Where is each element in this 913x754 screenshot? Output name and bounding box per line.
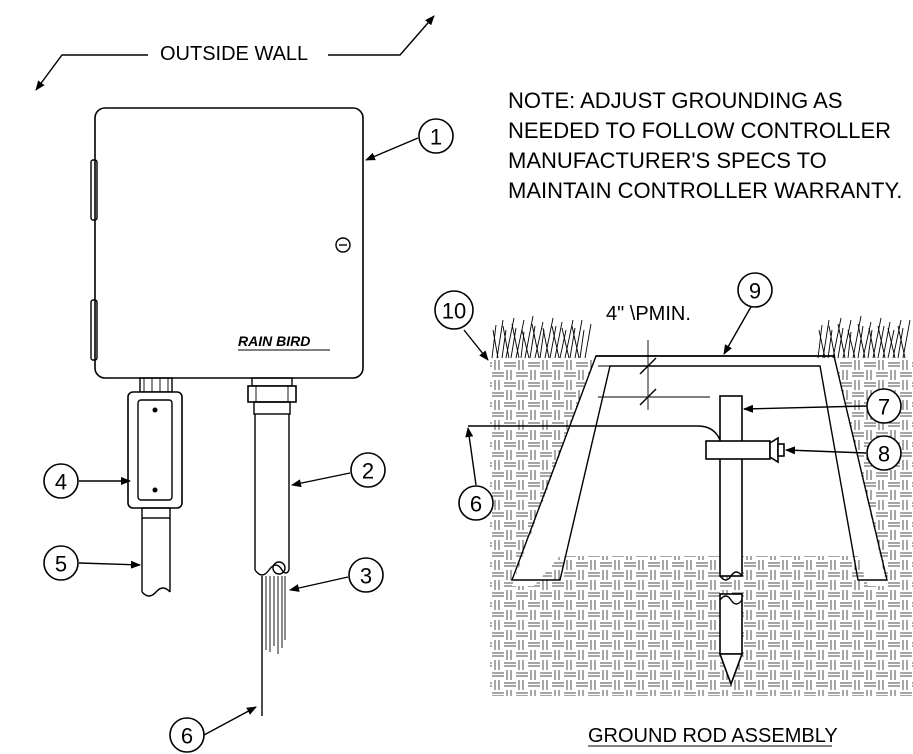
svg-text:RAIN BIRD: RAIN BIRD xyxy=(238,333,310,349)
callout-1: 1 xyxy=(418,118,454,154)
callout-7: 7 xyxy=(866,388,902,424)
valve-box xyxy=(510,355,888,581)
svg-text:8: 8 xyxy=(878,442,890,467)
svg-text:10: 10 xyxy=(442,299,466,324)
svg-text:3: 3 xyxy=(360,564,372,589)
conduit-assembly xyxy=(247,377,297,716)
callout-5: 5 xyxy=(43,545,79,581)
ground-clamp xyxy=(705,436,785,464)
callout-6: 6 xyxy=(169,717,205,753)
svg-text:GROUND ROD ASSEMBLY: GROUND ROD ASSEMBLY xyxy=(588,725,838,747)
svg-text:2: 2 xyxy=(362,459,374,484)
assembly-title: GROUND ROD ASSEMBLY xyxy=(588,725,838,747)
grounding-note: NOTE: ADJUST GROUNDING AS NEEDED TO FOLL… xyxy=(508,88,902,203)
svg-text:9: 9 xyxy=(749,279,761,304)
svg-text:4: 4 xyxy=(55,470,67,495)
callout-leaders xyxy=(78,137,867,736)
callout-9: 9 xyxy=(737,272,773,308)
svg-text:6: 6 xyxy=(470,492,482,517)
svg-text:6: 6 xyxy=(181,724,193,749)
callout-2: 2 xyxy=(350,452,386,488)
note-line: NOTE: ADJUST GROUNDING AS xyxy=(508,88,843,113)
callout-6-rod: 6 xyxy=(458,485,494,521)
note-line: MAINTAIN CONTROLLER WARRANTY. xyxy=(508,178,902,203)
wall-label: OUTSIDE WALL xyxy=(160,43,308,65)
svg-text:1: 1 xyxy=(430,125,442,150)
depth-dimension: 4" \PMIN. xyxy=(598,303,710,410)
ground-rod xyxy=(468,395,785,687)
svg-text:7: 7 xyxy=(878,395,890,420)
soil-section xyxy=(490,356,913,696)
grass-tufts xyxy=(491,315,911,359)
controller-enclosure: RAIN BIRD xyxy=(90,107,364,379)
dimension-label: 4" \PMIN. xyxy=(606,303,691,325)
callout-10: 10 xyxy=(434,290,474,330)
note-line: NEEDED TO FOLLOW CONTROLLER xyxy=(508,118,891,143)
wire-bundle xyxy=(265,576,286,654)
svg-text:5: 5 xyxy=(55,552,67,577)
callout-4: 4 xyxy=(43,463,79,499)
ground-wire xyxy=(468,425,721,441)
wall-arrows xyxy=(35,15,435,91)
callout-3: 3 xyxy=(348,557,384,593)
note-line: MANUFACTURER'S SPECS TO xyxy=(508,148,827,173)
junction-box-assembly xyxy=(127,377,183,597)
callout-8: 8 xyxy=(866,435,902,471)
rain-bird-logo: RAIN BIRD xyxy=(238,333,330,351)
